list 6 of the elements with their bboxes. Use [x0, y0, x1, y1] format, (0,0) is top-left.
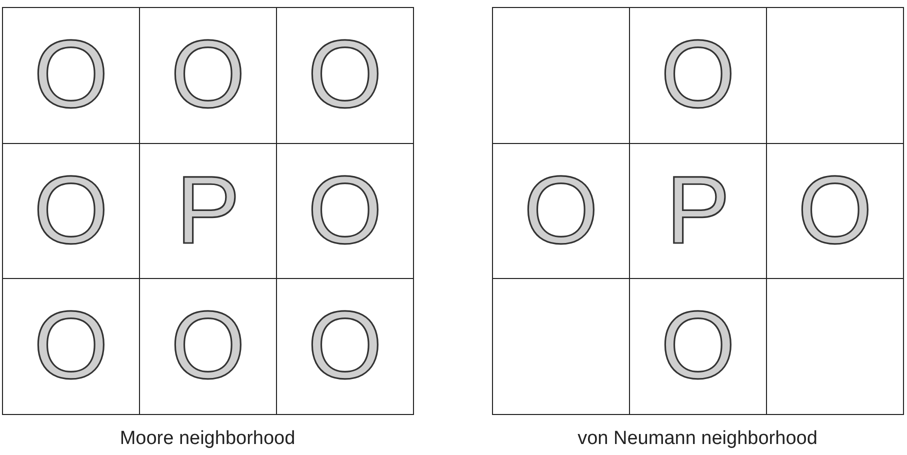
grid-cell: O	[276, 7, 414, 144]
grid-cell: O	[276, 278, 414, 414]
grid-cell: O	[2, 278, 140, 414]
grid-caption: von Neumann neighborhood	[578, 428, 818, 450]
grid-cell: O	[2, 7, 140, 144]
grid-caption: Moore neighborhood	[120, 428, 296, 450]
